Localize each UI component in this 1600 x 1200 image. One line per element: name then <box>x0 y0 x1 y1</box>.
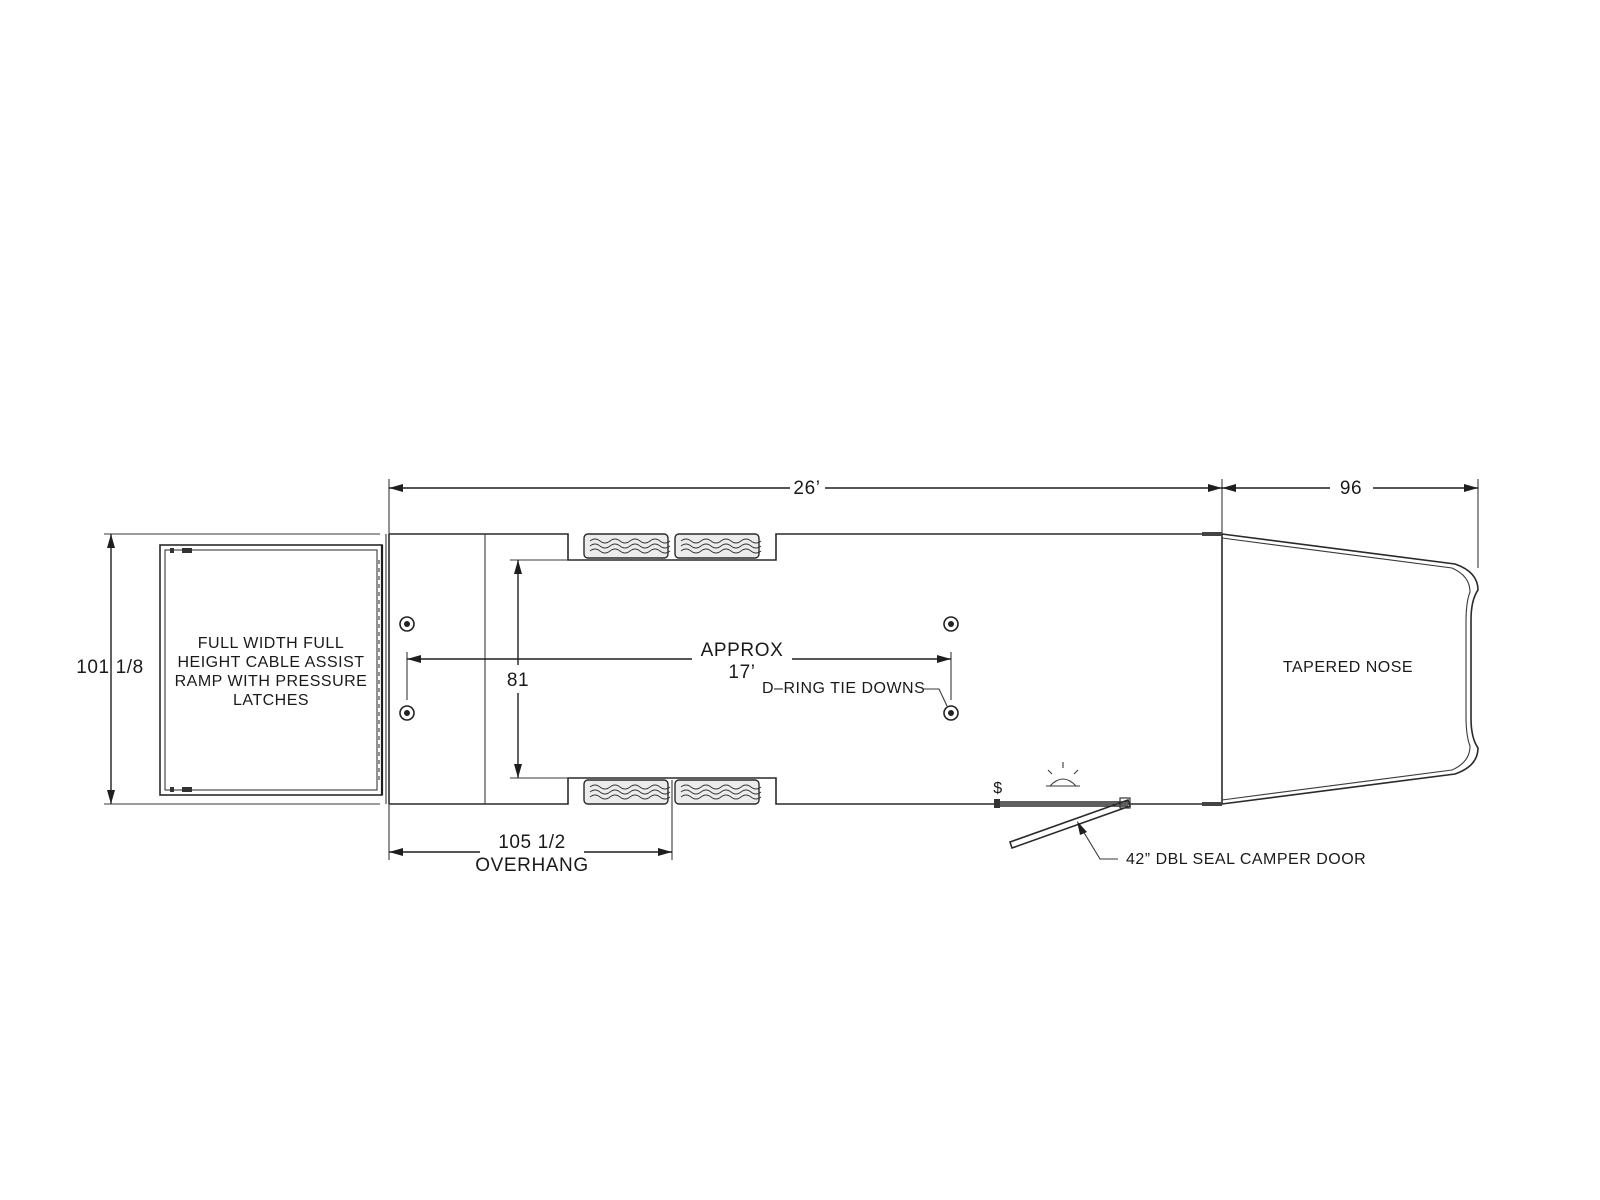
d-ring-icon <box>943 616 959 632</box>
overall-length-dimension: 26’ <box>388 478 1223 534</box>
d-ring-tie-downs <box>399 616 959 721</box>
inner-width-dimension: 81 <box>507 559 568 779</box>
fenders <box>583 533 762 805</box>
fender-bottom-rear <box>583 779 671 805</box>
door-label: 42” DBL SEAL CAMPER DOOR <box>1126 851 1366 868</box>
fender-bottom-front <box>674 779 762 805</box>
d-ring-label: D–RING TIE DOWNS <box>762 680 925 697</box>
nose-length-label: 96 <box>1340 478 1362 499</box>
d-ring-icon <box>399 705 415 721</box>
ramp-note-line1: FULL WIDTH FULL <box>198 635 344 652</box>
d-ring-icon <box>399 616 415 632</box>
overhang-dimension: 105 1/2 OVERHANG <box>388 780 673 876</box>
nose-length-dimension: 96 <box>1222 478 1479 568</box>
overhang-text-label: OVERHANG <box>475 855 589 876</box>
overall-width-label: 101 1/8 <box>76 657 144 678</box>
d-ring-icon <box>943 705 959 721</box>
inner-width-label: 81 <box>507 670 529 691</box>
overall-length-label: 26’ <box>793 478 820 499</box>
ramp-note-line3: RAMP WITH PRESSURE <box>175 673 368 690</box>
rear-ramp: FULL WIDTH FULL HEIGHT CABLE ASSIST RAMP… <box>159 534 387 804</box>
switch-symbol: $ <box>993 780 1002 797</box>
ramp-note-line4: LATCHES <box>233 692 309 709</box>
tie-spacing-label-line1: APPROX <box>701 640 784 661</box>
tie-down-spacing-dimension: APPROX 17’ <box>406 640 952 700</box>
nose-label: TAPERED NOSE <box>1283 659 1413 676</box>
ramp-note-line2: HEIGHT CABLE ASSIST <box>177 654 364 671</box>
trailer-body <box>388 532 1223 806</box>
overhang-value-label: 105 1/2 <box>498 832 566 853</box>
fender-top-front <box>674 533 762 559</box>
door-callout: 42” DBL SEAL CAMPER DOOR <box>1077 821 1366 868</box>
tapered-nose: TAPERED NOSE <box>1221 533 1479 805</box>
tie-spacing-label-line2: 17’ <box>728 662 755 683</box>
camper-door: $ <box>993 762 1132 850</box>
porch-light-icon <box>1046 762 1080 787</box>
d-ring-callout: D–RING TIE DOWNS <box>762 680 948 707</box>
fender-top-rear <box>583 533 671 559</box>
overall-width-dimension: 101 1/8 <box>76 533 380 805</box>
